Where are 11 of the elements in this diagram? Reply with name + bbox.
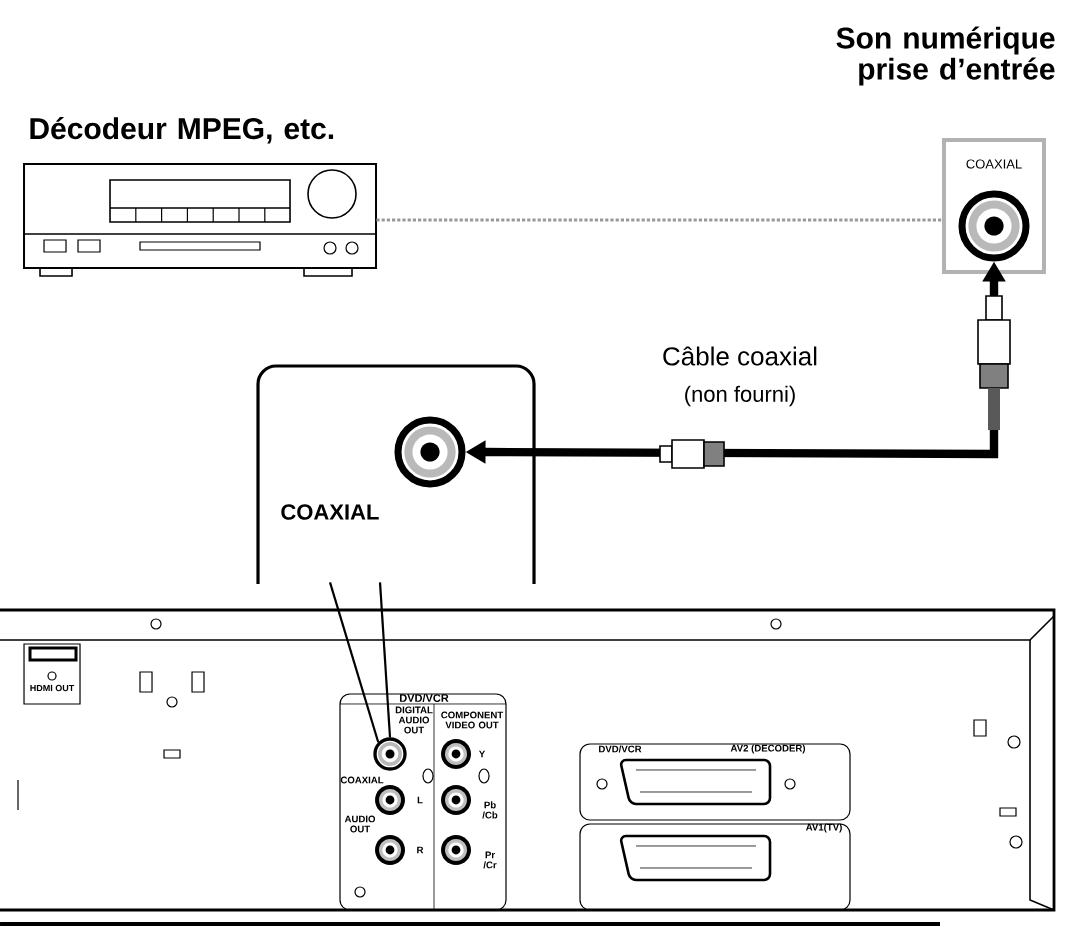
jack bbox=[958, 190, 1030, 262]
leader-line bbox=[328, 582, 392, 743]
cable-note: (non fourni) bbox=[685, 385, 795, 407]
node-label: Décodeur MPEG, etc. bbox=[30, 116, 334, 144]
node-label: Son numérique prise d’entrée bbox=[836, 26, 1055, 86]
dotted-line bbox=[376, 218, 942, 222]
edge-label: Câble coaxial bbox=[659, 344, 821, 368]
jack bbox=[394, 416, 466, 488]
jack bbox=[373, 737, 407, 771]
callout-box: COAXIAL bbox=[256, 364, 536, 584]
decoder: Décodeur MPEG, etc. bbox=[23, 116, 377, 277]
